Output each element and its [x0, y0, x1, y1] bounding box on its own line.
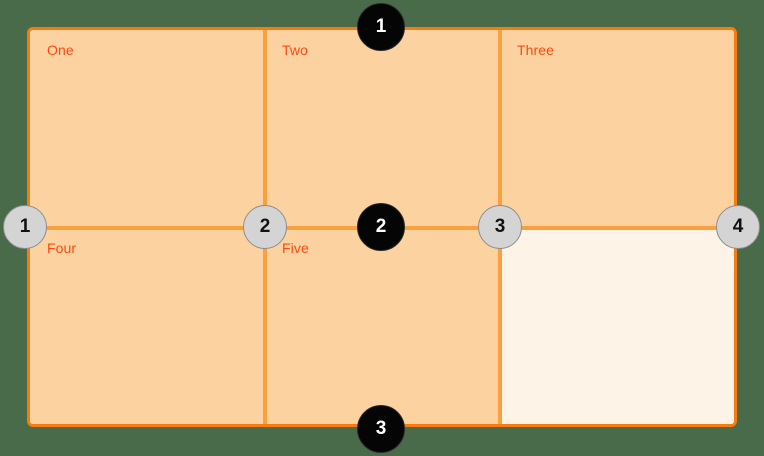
column-node-1-label: 1: [19, 216, 31, 237]
cell-label-five: Five: [282, 240, 309, 256]
grid-cell-two[interactable]: Two: [265, 30, 500, 228]
column-node-2-label: 2: [259, 216, 271, 237]
column-node-4-label: 4: [732, 216, 744, 237]
grid-cell-one[interactable]: One: [30, 30, 265, 228]
cell-label-four: Four: [47, 240, 77, 256]
grid-cell-four[interactable]: Four: [30, 228, 265, 424]
grid-cell-six-empty[interactable]: [500, 228, 734, 424]
grid-cell-three[interactable]: Three: [500, 30, 734, 228]
column-node-2[interactable]: 2: [243, 205, 287, 249]
row-node-3-label: 3: [375, 418, 387, 439]
cell-label-three: Three: [517, 42, 555, 58]
column-node-1[interactable]: 1: [3, 205, 47, 249]
row-node-2[interactable]: 2: [357, 203, 405, 251]
cell-label-one: One: [47, 42, 74, 58]
column-node-3-label: 3: [494, 216, 506, 237]
row-node-3[interactable]: 3: [357, 405, 405, 453]
column-node-3[interactable]: 3: [478, 205, 522, 249]
cell-label-two: Two: [282, 42, 308, 58]
row-node-2-label: 2: [375, 216, 387, 237]
grid-cell-five[interactable]: Five: [265, 228, 500, 424]
column-node-4[interactable]: 4: [716, 205, 760, 249]
row-node-1[interactable]: 1: [357, 3, 405, 51]
row-node-1-label: 1: [375, 16, 387, 37]
